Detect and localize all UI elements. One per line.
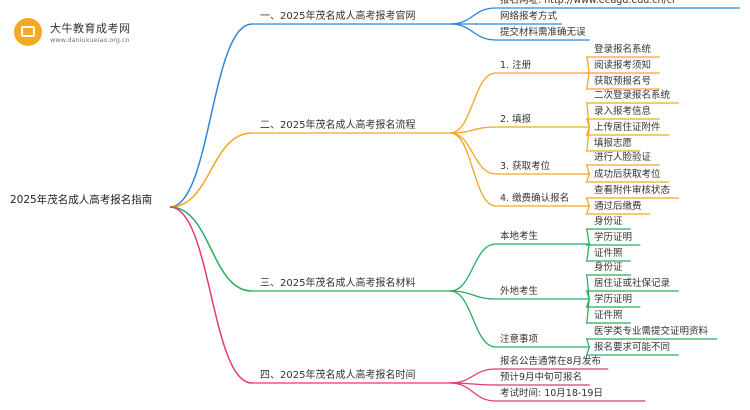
mindmap-connector xyxy=(585,56,591,74)
mindmap-connector xyxy=(449,23,497,41)
leaf-node: 居住证或社保记录 xyxy=(594,278,671,289)
mindmap-connector xyxy=(449,132,497,207)
mindmap-connector xyxy=(585,298,591,324)
leaf-node: 二次登录报名系统 xyxy=(594,90,671,101)
logo-title: 大牛教育成考网 xyxy=(50,22,131,35)
leaf-node: 上传居住证附件 xyxy=(594,122,661,133)
site-logo: 大牛教育成考网 www.daniuxueiao.org.cn xyxy=(14,14,134,50)
mindmap-connector xyxy=(585,72,591,90)
leaf-node: 考试时间: 10月18-19日 xyxy=(500,388,603,399)
mindmap-connector xyxy=(169,132,253,208)
leaf-node: 成功后获取考位 xyxy=(594,169,661,180)
leaf-node: 进行人脸验证 xyxy=(594,152,652,163)
leaf-node: 录入报考信息 xyxy=(594,106,652,117)
subbranch-node: 本地考生 xyxy=(500,231,539,242)
mindmap-connector xyxy=(449,382,497,402)
leaf-node: 提交材料需准确无误 xyxy=(500,27,586,38)
subbranch-node: 3. 获取考位 xyxy=(500,161,551,172)
leaf-node: 医学类专业需提交证明资料 xyxy=(594,326,709,337)
mindmap-connector xyxy=(585,164,591,175)
leaf-node: 报名公告通常在8月发布 xyxy=(500,356,602,367)
mindmap-connector xyxy=(169,206,253,384)
leaf-node: 学历证明 xyxy=(594,232,633,243)
branch-node: 四、2025年茂名成人高考报名时间 xyxy=(260,370,416,381)
mindmap-connector xyxy=(585,173,591,183)
leaf-node: 阅读报考须知 xyxy=(594,60,652,71)
subbranch-node: 注意事项 xyxy=(500,334,539,345)
leaf-node: 学历证明 xyxy=(594,294,633,305)
mindmap-connector xyxy=(449,132,497,175)
logo-url: www.daniuxueiao.org.cn xyxy=(50,36,130,44)
leaf-node: 身份证 xyxy=(594,216,623,227)
mindmap-connector xyxy=(449,290,497,300)
mindmap-connector xyxy=(585,205,591,215)
leaf-node: 证件照 xyxy=(594,248,623,259)
mindmap-connector xyxy=(449,126,497,134)
branch-node: 二、2025年茂名成人高考报名流程 xyxy=(260,120,416,131)
mindmap-connector xyxy=(585,338,591,348)
leaf-node: 网络报考方式 xyxy=(500,11,558,22)
branch-node: 三、2025年茂名成人高考报名材料 xyxy=(260,278,416,289)
subbranch-node: 2. 填报 xyxy=(500,114,532,125)
mindmap-connector xyxy=(169,206,253,292)
mindmap-connector xyxy=(169,23,253,208)
subbranch-node: 4. 缴费确认报名 xyxy=(500,193,570,204)
leaf-node: 报名网址: http://www.eeagd.edu.cn/cr xyxy=(500,0,676,6)
subbranch-node: 1. 注册 xyxy=(500,60,532,71)
leaf-node: 登录报名系统 xyxy=(594,44,652,55)
mindmap-connector xyxy=(449,72,497,134)
leaf-node: 证件照 xyxy=(594,310,623,321)
leaf-node: 预计9月中旬可报名 xyxy=(500,372,583,383)
leaf-node: 填报志愿 xyxy=(594,138,633,149)
leaf-node: 身份证 xyxy=(594,262,623,273)
mindmap-connector xyxy=(449,243,497,292)
mindmap-connector xyxy=(585,197,591,207)
root-node: 2025年茂名成人高考报名指南 xyxy=(10,194,153,206)
mindmap-connector xyxy=(449,290,497,348)
mindmap-connector xyxy=(585,243,591,262)
branch-node: 一、2025年茂名成人高考报考官网 xyxy=(260,11,416,22)
subbranch-node: 外地考生 xyxy=(500,286,539,297)
leaf-node: 通过后缴费 xyxy=(594,201,642,212)
mindmap-connector xyxy=(585,346,591,356)
leaf-node: 获取预报名号 xyxy=(594,76,652,87)
mindmap-connector xyxy=(585,228,591,245)
mindmap-connector xyxy=(449,368,497,384)
mindmap-connector xyxy=(449,7,497,25)
mindmap-connector xyxy=(585,126,591,152)
leaf-node: 报名要求可能不同 xyxy=(594,342,671,353)
leaf-node: 查看附件审核状态 xyxy=(594,185,671,196)
book-badge-icon xyxy=(14,18,42,46)
